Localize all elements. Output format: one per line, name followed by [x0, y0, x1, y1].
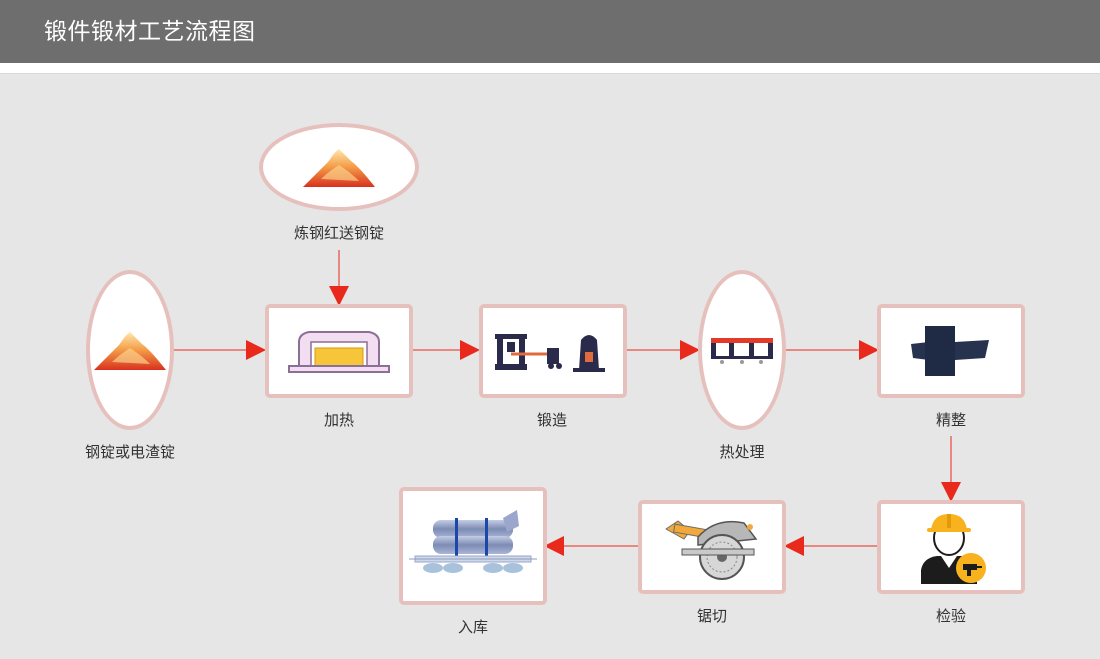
ingot-source-label: 钢锭或电渣锭 [84, 443, 175, 461]
warehouse-pipe-cart-icon [409, 510, 537, 573]
heat-treatment-rack-icon [711, 338, 773, 364]
molten-steel-pile-icon [94, 332, 166, 370]
warehousing-label: 入库 [457, 618, 488, 636]
header-divider [0, 63, 1100, 74]
flow-arrows [174, 250, 961, 556]
circular-saw-icon [665, 520, 758, 580]
forging-press-icon [495, 334, 605, 372]
molten-steel-pile-icon [303, 149, 375, 187]
inspection-label: 检验 [935, 607, 966, 625]
steelmaking-ingot-label: 炼钢红送钢锭 [293, 224, 384, 242]
finishing-node [877, 304, 1025, 398]
page-title: 锻件锻材工艺流程图 [44, 19, 256, 45]
page-header: 锻件锻材工艺流程图 [0, 0, 1100, 63]
steelmaking-ingot-node [259, 123, 419, 211]
inspector-worker-icon [921, 514, 986, 584]
steel-billet-icon [911, 326, 989, 376]
process-flow-diagram: 钢锭或电渣锭 炼钢红送钢锭 加热 [0, 74, 1100, 659]
inspection-node [877, 500, 1025, 594]
heat-treatment-node [698, 270, 786, 430]
furnace-icon [288, 331, 390, 373]
heat-treatment-label: 热处理 [719, 443, 765, 461]
finishing-label: 精整 [935, 411, 966, 429]
sawing-label: 锯切 [696, 607, 727, 625]
forging-node [479, 304, 627, 398]
heating-label: 加热 [323, 411, 354, 429]
ingot-source-node [86, 270, 174, 430]
forging-label: 锻造 [536, 411, 567, 429]
warehousing-node [399, 487, 547, 605]
sawing-node [638, 500, 786, 594]
heating-node [265, 304, 413, 398]
